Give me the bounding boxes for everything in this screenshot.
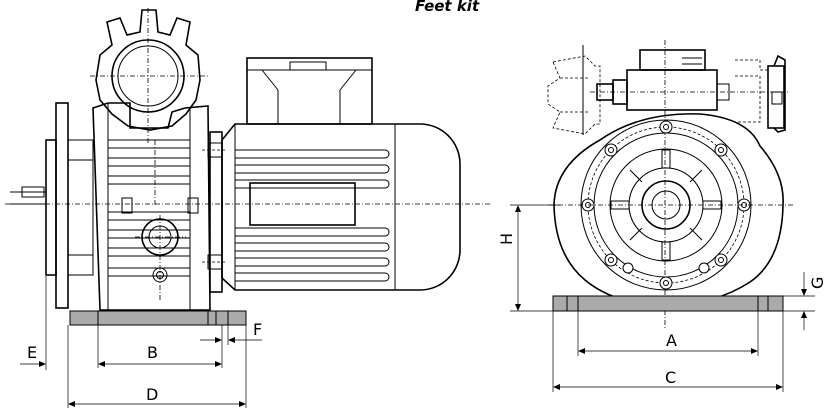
- motor-body: [209, 123, 461, 293]
- dim-label-b: B: [147, 343, 158, 362]
- drawing-title: Feet kit: [415, 0, 480, 15]
- dimension-lines-front: [510, 204, 815, 392]
- input-flange: [45, 102, 94, 309]
- gearbox-fins: [108, 139, 190, 277]
- dim-label-g: G: [808, 277, 827, 289]
- dimension-lines-side: [20, 276, 262, 408]
- dim-label-e: E: [27, 343, 37, 362]
- gearbox-body: [92, 102, 211, 311]
- feet-base-side: [69, 310, 247, 326]
- feet-base-front: [552, 295, 784, 312]
- motor-fins: [235, 149, 390, 282]
- flange-bolt-holes: [581, 120, 751, 290]
- side-view: E B F D: [5, 8, 490, 408]
- terminal-box: [246, 57, 373, 125]
- dim-label-h: H: [497, 233, 516, 245]
- front-view: H G A C: [497, 40, 827, 392]
- dim-label-c: C: [665, 368, 676, 387]
- dim-label-d: D: [146, 385, 158, 404]
- dim-label-a: A: [666, 331, 677, 350]
- dim-label-f: F: [253, 320, 262, 339]
- front-gearbox-flange: [548, 113, 795, 306]
- input-shaft: [10, 186, 46, 205]
